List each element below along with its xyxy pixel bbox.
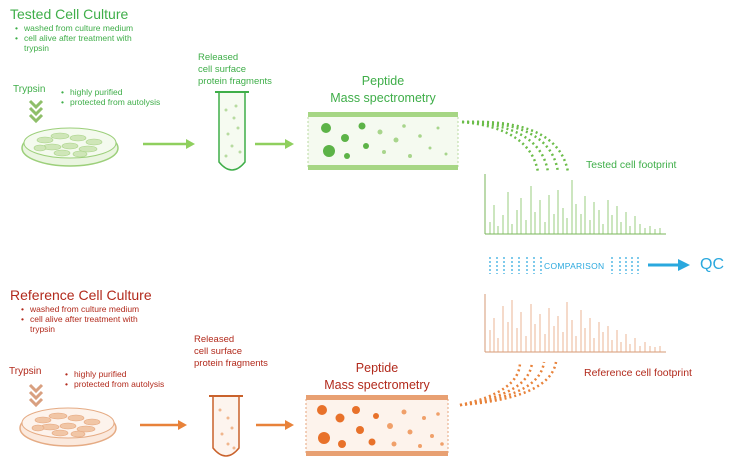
reference-bullet-2: cell alive after treatment with xyxy=(21,314,210,324)
tested-trypsin-label: Trypsin xyxy=(13,84,46,95)
reference-bullet-3: trypsin xyxy=(30,324,56,334)
petri-dish-reference xyxy=(19,407,117,447)
spectrum-tested xyxy=(484,174,666,235)
petri-dish-tested xyxy=(21,127,119,167)
reference-trypsin-bullet-2: protected from autolysis xyxy=(65,379,204,389)
tested-bullets: washed from culture medium cell alive af… xyxy=(14,23,204,43)
tested-trypsin-bullet-1: highly purified xyxy=(61,87,200,97)
tested-trypsin-bullet-2: protected from autolysis xyxy=(61,97,200,107)
reference-trypsin-bullets: highly purified protected from autolysis xyxy=(64,369,204,389)
reference-ms-label: Peptide Mass spectrometry xyxy=(306,360,448,394)
arrow-tube-to-ms-tested xyxy=(255,139,294,149)
ms-column-tested xyxy=(307,112,459,170)
reference-released-line-1: Released xyxy=(194,334,235,345)
comparison-ticks-right xyxy=(611,257,639,274)
tube-reference xyxy=(209,395,243,457)
arrow-to-qc xyxy=(648,259,690,271)
tested-bullet-3: trypsin xyxy=(24,43,50,53)
spectrum-reference xyxy=(484,294,666,353)
comparison-label: COMPARISON xyxy=(544,261,605,271)
tested-ms-line-1: Peptide xyxy=(361,74,405,88)
tested-released-line-2: cell surface xyxy=(198,64,247,75)
reference-ms-line-2: Mass spectrometry xyxy=(324,378,430,392)
tested-bullet-1: washed from culture medium xyxy=(15,23,204,33)
tested-released-line-3: protein fragments xyxy=(198,76,272,87)
reference-ms-line-1: Peptide xyxy=(355,361,399,375)
reference-footprint-label: Reference cell footprint xyxy=(584,367,692,379)
trypsin-chevrons-reference xyxy=(28,383,44,408)
tested-footprint-label: Tested cell footprint xyxy=(586,159,677,171)
arrow-dish-to-tube-tested xyxy=(143,139,195,149)
arrow-dish-to-tube-reference xyxy=(140,420,187,430)
arrow-tube-to-ms-reference xyxy=(256,420,294,430)
reference-released-line-2: cell surface xyxy=(194,346,243,357)
tested-title: Tested Cell Culture xyxy=(10,6,129,22)
reference-bullets: washed from culture medium cell alive af… xyxy=(20,304,210,324)
tested-released-line-1: Released xyxy=(198,52,239,63)
dotted-arcs-tested xyxy=(461,120,570,173)
tested-trypsin-bullets: highly purified protected from autolysis xyxy=(60,87,200,107)
tube-tested xyxy=(215,91,249,171)
tested-ms-label: Peptide Mass spectrometry xyxy=(308,73,458,107)
reference-released-line-3: protein fragments xyxy=(194,358,268,369)
comparison-ticks-left xyxy=(489,257,542,274)
tested-released-label: Released cell surface protein fragments xyxy=(198,52,272,88)
reference-released-label: Released cell surface protein fragments xyxy=(194,334,268,370)
qc-label: QC xyxy=(700,256,724,273)
tested-bullet-2: cell alive after treatment with xyxy=(15,33,204,43)
trypsin-chevrons-tested xyxy=(28,99,44,124)
reference-trypsin-bullet-1: highly purified xyxy=(65,369,204,379)
dotted-arcs-reference xyxy=(459,361,558,407)
reference-title: Reference Cell Culture xyxy=(10,287,152,303)
ms-column-reference xyxy=(305,395,449,456)
reference-trypsin-label: Trypsin xyxy=(9,366,42,377)
reference-bullet-1: washed from culture medium xyxy=(21,304,210,314)
tested-ms-line-2: Mass spectrometry xyxy=(330,91,436,105)
